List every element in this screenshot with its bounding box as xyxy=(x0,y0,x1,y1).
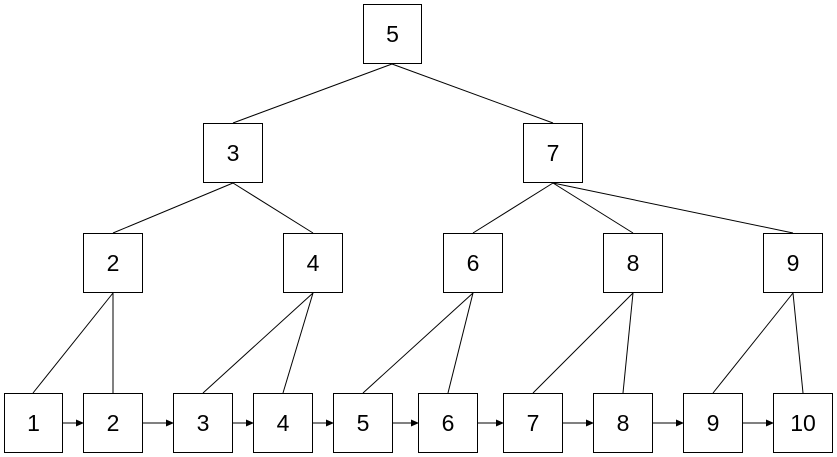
edge-8-to-leaf-7 xyxy=(532,292,634,394)
internal-node-6: 6 xyxy=(443,233,503,293)
internal-node-3: 3 xyxy=(203,123,263,183)
leaf-node-9: 9 xyxy=(683,393,743,453)
leaf-node-5: 5 xyxy=(333,393,393,453)
internal-node-4: 4 xyxy=(283,233,343,293)
edge-root-to-3 xyxy=(232,63,393,124)
edge-2-to-leaf-1 xyxy=(32,292,114,394)
edge-6-to-leaf-5 xyxy=(362,292,474,394)
edge-9-to-leaf-9 xyxy=(712,292,794,394)
leaf-node-4: 4 xyxy=(253,393,313,453)
leaf-node-3: 3 xyxy=(173,393,233,453)
leaf-node-2: 2 xyxy=(83,393,143,453)
edge-3-to-2 xyxy=(112,182,234,234)
internal-node-7: 7 xyxy=(523,123,583,183)
edge-7-to-8 xyxy=(552,182,634,234)
leaf-node-10: 10 xyxy=(773,393,833,453)
edge-7-to-6 xyxy=(472,182,554,234)
leaf-node-1: 1 xyxy=(4,393,63,453)
leaf-node-6: 6 xyxy=(418,393,478,453)
edge-9-to-leaf-10 xyxy=(792,292,804,394)
edge-4-to-leaf-4 xyxy=(282,292,314,394)
edge-root-to-7 xyxy=(391,63,554,124)
edge-3-to-4 xyxy=(232,182,314,234)
leaf-node-8: 8 xyxy=(593,393,653,453)
edge-6-to-leaf-6 xyxy=(447,292,474,394)
root-node: 5 xyxy=(363,4,422,64)
leaf-node-7: 7 xyxy=(503,393,563,453)
edge-8-to-leaf-8 xyxy=(622,292,634,394)
edge-7-to-9 xyxy=(552,182,794,234)
internal-node-8: 8 xyxy=(603,233,663,293)
internal-node-2: 2 xyxy=(83,233,143,293)
edge-4-to-leaf-3 xyxy=(202,292,314,394)
internal-node-9: 9 xyxy=(763,233,823,293)
